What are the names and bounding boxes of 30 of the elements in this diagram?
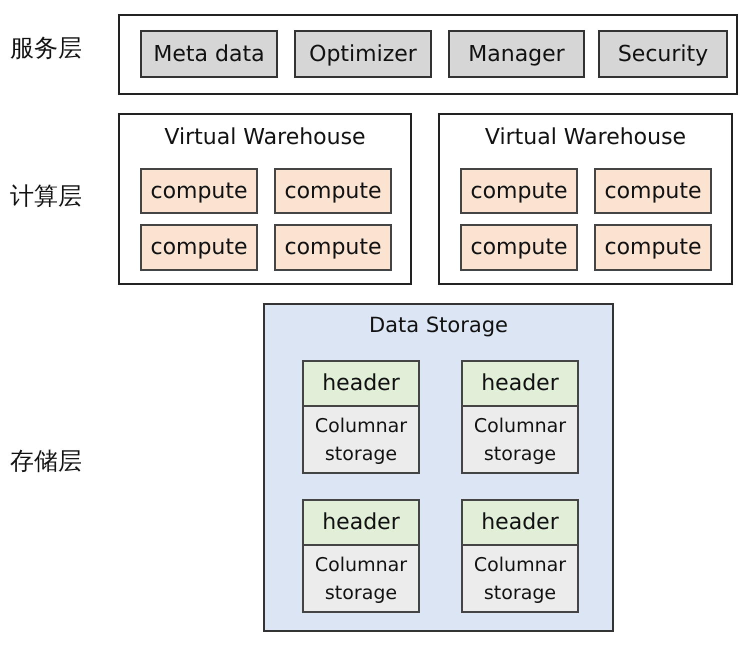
header-box: header [461, 360, 579, 406]
compute-box: compute [594, 224, 712, 271]
storage-box: Columnar storage [302, 406, 420, 474]
service-box: Security [598, 30, 728, 78]
header-box: header [302, 360, 420, 406]
compute-box: compute [140, 168, 258, 214]
service-box: Manager [448, 30, 585, 78]
warehouse-panel [118, 113, 412, 285]
compute-box: compute [460, 168, 578, 214]
panel-title: Data Storage [369, 315, 508, 336]
compute-box: compute [274, 168, 392, 214]
panel-title: Virtual Warehouse [484, 127, 686, 149]
service-box: Meta data [140, 30, 278, 78]
storage-box: Columnar storage [461, 545, 579, 613]
panel-title: Virtual Warehouse [164, 127, 366, 149]
storage-panel [263, 303, 614, 632]
layer-label: 服务层 [10, 36, 82, 60]
layer-label: 存储层 [10, 449, 82, 473]
storage-box: Columnar storage [302, 545, 420, 613]
header-box: header [302, 499, 420, 545]
service-box: Optimizer [294, 30, 432, 78]
header-box: header [461, 499, 579, 545]
compute-box: compute [140, 224, 258, 271]
compute-box: compute [594, 168, 712, 214]
compute-box: compute [274, 224, 392, 271]
layer-panel [118, 14, 738, 95]
warehouse-panel [438, 113, 733, 285]
layer-label: 计算层 [10, 184, 82, 208]
storage-box: Columnar storage [461, 406, 579, 474]
compute-box: compute [460, 224, 578, 271]
